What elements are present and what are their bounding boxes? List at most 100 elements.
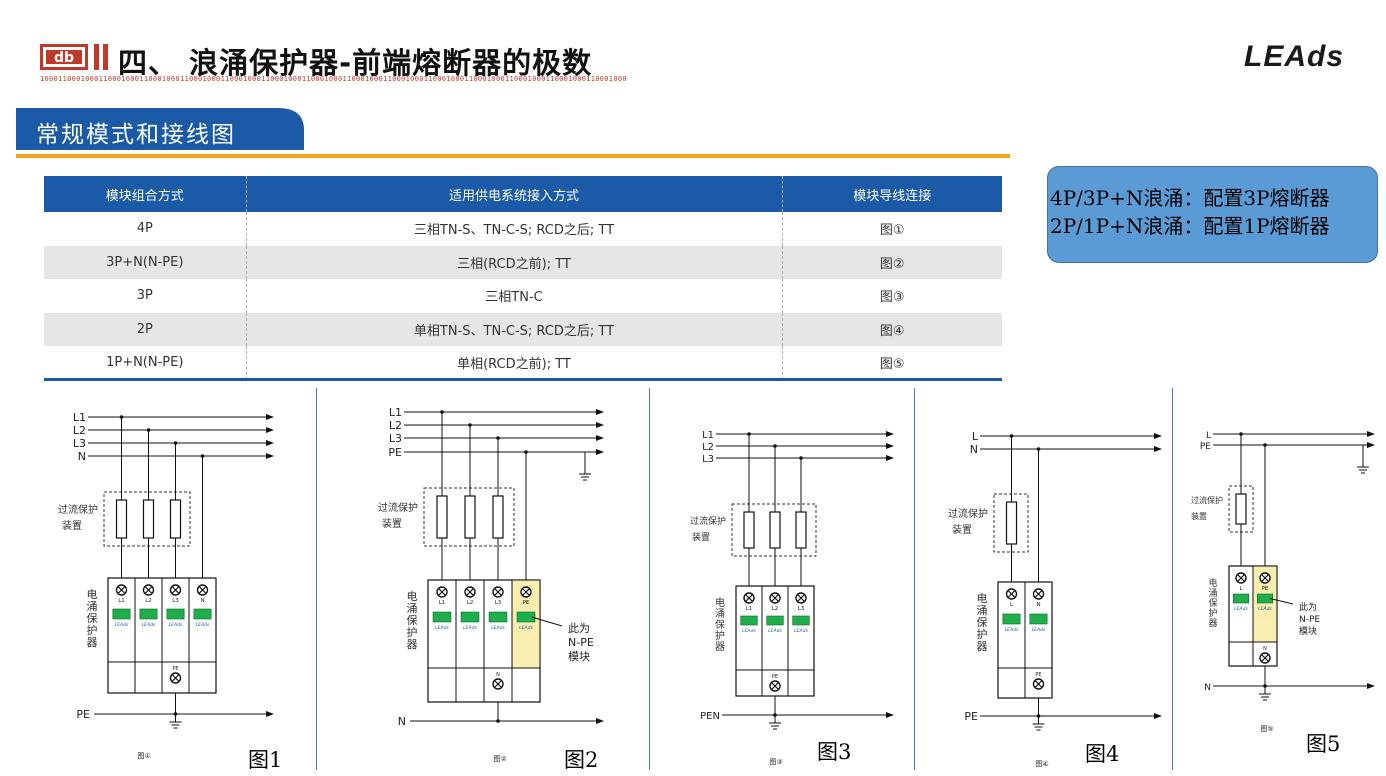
module-brand-mark: LEAds — [1234, 606, 1248, 612]
fuse-config-callout: 4P/3P+N浪涌：配置3P熔断器 2P/1P+N浪涌：配置1P熔断器 — [1047, 166, 1378, 263]
terminal-slot — [438, 588, 446, 596]
bus-label: L2 — [702, 442, 714, 453]
pole-label: L — [1010, 602, 1014, 608]
note-leader — [1269, 598, 1294, 605]
npe-note: N-PE — [568, 636, 594, 649]
arrow-head — [266, 440, 274, 446]
table-cell: 单相TN-S、TN-C-S; RCD之后; TT — [245, 312, 782, 346]
wiring-diagram-3: L1L2L3过流保护装置电涌保护器L1LEAdsL2LEAdsL3LEAdsPE… — [690, 430, 894, 766]
bus-label: L2 — [389, 419, 402, 432]
ground-line-label: N — [398, 715, 406, 728]
arrow-head — [886, 431, 894, 437]
fuse-icon — [769, 511, 781, 549]
overcurrent-label: 装置 — [692, 531, 710, 543]
bus-label: N — [970, 443, 978, 456]
binary-strip: 1000110001000110001000110001000110001000… — [40, 75, 627, 83]
diagram-separator — [1172, 388, 1173, 770]
fuse-icon — [1005, 501, 1018, 545]
overcurrent-label: 过流保护 — [690, 515, 726, 527]
arrow-head — [1154, 433, 1162, 439]
table-header: 模块导线连接 — [781, 176, 1002, 212]
arrow-head — [596, 422, 604, 428]
surge-module-window — [460, 611, 480, 623]
fuse-icon — [169, 499, 182, 539]
surge-module-window — [1233, 593, 1249, 604]
figure-caption: 图④ — [1035, 760, 1048, 768]
overcurrent-label: 装置 — [382, 517, 402, 530]
terminal-slot — [466, 588, 474, 596]
ground-line-label: PE — [964, 710, 978, 723]
table-row: 1P+N(N-PE) 单相(RCD之前); TT 图⑤ — [44, 346, 1002, 380]
module-brand-mark: LEAds — [1032, 627, 1046, 633]
wiring-diagram-2: L1L2L3PE过流保护装置电涌保护器L1LEAdsL2LEAdsL3LEAds… — [378, 406, 604, 763]
surge-module-window — [792, 615, 810, 626]
callout-line: 2P/1P+N浪涌：配置1P熔断器 — [1050, 214, 1330, 238]
table-cell: 图③ — [781, 279, 1002, 313]
surge-module-window — [516, 611, 536, 623]
pole-label: L1 — [439, 600, 446, 606]
table-cell: 三相TN-C — [245, 279, 782, 313]
ground-line-label: PE — [76, 708, 90, 721]
module-table: 模块组合方式 适用供电系统接入方式 模块导线连接 4P 三相TN-S、TN-C-… — [44, 176, 1002, 380]
npe-note: 此为 — [1299, 601, 1317, 613]
surge-module-window — [766, 615, 784, 626]
arrow-head — [266, 427, 274, 433]
table-row: 4P 三相TN-S、TN-C-S; RCD之后; TT 图① — [44, 212, 1002, 246]
surge-module-window — [139, 608, 158, 620]
arrow-head — [596, 409, 604, 415]
bus-label: L1 — [702, 430, 714, 441]
arrow-head — [886, 712, 894, 718]
overcurrent-label: 过流保护 — [58, 503, 98, 516]
terminal-slot — [118, 586, 125, 594]
logo-text: db — [54, 50, 74, 66]
figure-label: 图2 — [564, 748, 599, 772]
spd-label-char: 电 — [977, 592, 988, 605]
pole-label: L2 — [467, 600, 474, 606]
diagram-separator — [316, 388, 317, 770]
terminal-slot — [494, 588, 502, 596]
table-header: 模块组合方式 — [44, 176, 246, 212]
spd-label-char: 涌 — [1208, 588, 1217, 599]
fuse-icon — [743, 511, 755, 549]
module-brand-mark: LEAds — [1005, 627, 1019, 633]
diagram-separator — [649, 388, 650, 770]
spd-label-char: 器 — [977, 640, 988, 653]
bus-label: L1 — [73, 411, 86, 424]
pole-label: L2 — [145, 598, 152, 604]
bus-label: PE — [388, 446, 402, 459]
npe-note: 此为 — [568, 622, 590, 635]
figure-caption: 图② — [493, 755, 506, 763]
terminal-slot — [771, 682, 779, 690]
npe-note: 模块 — [1299, 625, 1317, 637]
surge-module-window — [166, 608, 185, 620]
spd-label-char: 涌 — [977, 604, 988, 617]
figure-label: 图5 — [1306, 732, 1341, 756]
callout-line: 4P/3P+N浪涌：配置3P熔断器 — [1050, 186, 1330, 210]
surge-module-window — [740, 615, 758, 626]
table-cell: 三相TN-S、TN-C-S; RCD之后; TT — [245, 212, 782, 246]
arrow-head — [1154, 713, 1162, 719]
table-cell: 1P+N(N-PE) — [106, 355, 184, 371]
pole-label: L — [1239, 586, 1243, 592]
terminal-slot — [771, 594, 779, 602]
arrow-head — [1154, 446, 1162, 452]
module-brand-mark: LEAds — [491, 625, 505, 631]
table-cell: 图① — [781, 212, 1002, 246]
diagram-separator — [914, 388, 915, 770]
bus-label: L3 — [389, 432, 402, 445]
figure-label: 图3 — [817, 740, 852, 764]
terminal-slot — [494, 680, 502, 688]
terminal-slot — [199, 586, 206, 594]
table-cell: 单相(RCD之前); TT — [245, 346, 782, 380]
spd-label-char: 护 — [407, 625, 418, 639]
arrow-head — [266, 711, 274, 717]
spd-label-char: 保 — [1208, 597, 1217, 609]
overcurrent-label: 装置 — [62, 519, 82, 532]
terminal-slot — [1237, 574, 1245, 582]
module-brand-mark: LEAds — [768, 628, 782, 634]
spd-label-char: 护 — [1208, 607, 1217, 619]
terminal-slot — [1008, 590, 1015, 598]
fuse-icon — [795, 511, 807, 549]
spd-label-char: 保 — [715, 618, 725, 631]
